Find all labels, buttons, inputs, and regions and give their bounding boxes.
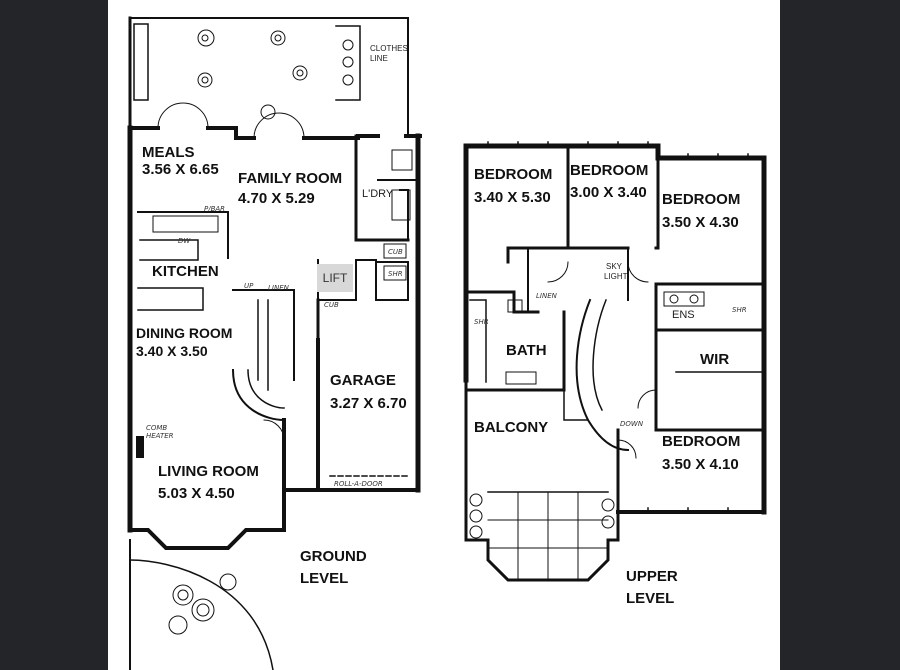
- sky-light-note-2: LIGHT: [604, 272, 628, 281]
- upper-level-walls: [463, 143, 767, 582]
- sky-light-note-1: SKY: [606, 262, 623, 271]
- ensuite-label: ENS: [672, 309, 695, 321]
- family-room-label: FAMILY ROOM: [238, 170, 343, 187]
- bedroom-3-label: BEDROOM: [662, 191, 741, 208]
- upper-shower-note: SHR: [474, 318, 489, 326]
- heater-note-1: COMB: [146, 424, 168, 432]
- upper-level-title-2: LEVEL: [626, 590, 675, 607]
- meals-label: MEALS: [142, 144, 195, 161]
- bath-label: BATH: [506, 342, 547, 359]
- garage-size: 3.27 X 6.70: [330, 395, 407, 412]
- roll-a-door-note: ROLL-A-DOOR: [334, 480, 383, 488]
- clothes-line-note-1: CLOTHES: [370, 44, 408, 53]
- balcony-label: BALCONY: [474, 419, 549, 436]
- lift-label: LIFT: [317, 264, 353, 292]
- living-room-label: LIVING ROOM: [158, 463, 259, 480]
- living-room-size: 5.03 X 4.50: [158, 485, 235, 502]
- ground-level-title-2: LEVEL: [300, 570, 349, 587]
- meals-size: 3.56 X 6.65: [142, 161, 219, 178]
- dining-room-label: DINING ROOM: [136, 325, 233, 341]
- bedroom-2-size: 3.00 X 3.40: [570, 184, 647, 201]
- bedroom-4-label: BEDROOM: [662, 433, 741, 450]
- upper-level-title-1: UPPER: [626, 568, 678, 585]
- ensuite-shower-note: SHR: [732, 306, 747, 314]
- floor-plan-sheet: MEALS 3.56 X 6.65 FAMILY ROOM 4.70 X 5.2…: [108, 0, 780, 670]
- cupboard-note: CUB: [324, 301, 339, 309]
- dining-room-size: 3.40 X 3.50: [136, 343, 208, 359]
- bedroom-1-label: BEDROOM: [474, 166, 553, 183]
- ground-level-walls: [127, 16, 422, 550]
- bedroom-2-label: BEDROOM: [570, 162, 649, 179]
- ground-level-fixtures: [129, 23, 413, 670]
- bedroom-3-size: 3.50 X 4.30: [662, 214, 739, 231]
- family-room-size: 4.70 X 5.29: [238, 190, 315, 207]
- upper-level-fixtures: [469, 141, 749, 539]
- bedroom-1-size: 3.40 X 5.30: [474, 189, 551, 206]
- wir-label: WIR: [700, 351, 730, 368]
- upper-linen-note: LINEN: [536, 292, 557, 300]
- pantry-note: P/BAR: [204, 205, 226, 213]
- floor-plan-drawing: [127, 16, 767, 670]
- linen-note: LINEN: [268, 284, 289, 292]
- shower-note: SHR: [388, 270, 403, 278]
- clothes-line-note-2: LINE: [370, 54, 388, 63]
- kitchen-label: KITCHEN: [152, 263, 219, 280]
- laundry-label: L'DRY: [362, 188, 394, 200]
- heater-note-2: HEATER: [146, 432, 174, 440]
- ground-level-title-1: GROUND: [300, 548, 367, 565]
- garage-label: GARAGE: [330, 372, 396, 389]
- up-note: UP: [244, 282, 254, 290]
- dishwasher-note: DW: [178, 237, 191, 245]
- cupboard-note-2: CUB: [388, 248, 403, 256]
- down-note: DOWN: [620, 420, 644, 428]
- bedroom-4-size: 3.50 X 4.10: [662, 456, 739, 473]
